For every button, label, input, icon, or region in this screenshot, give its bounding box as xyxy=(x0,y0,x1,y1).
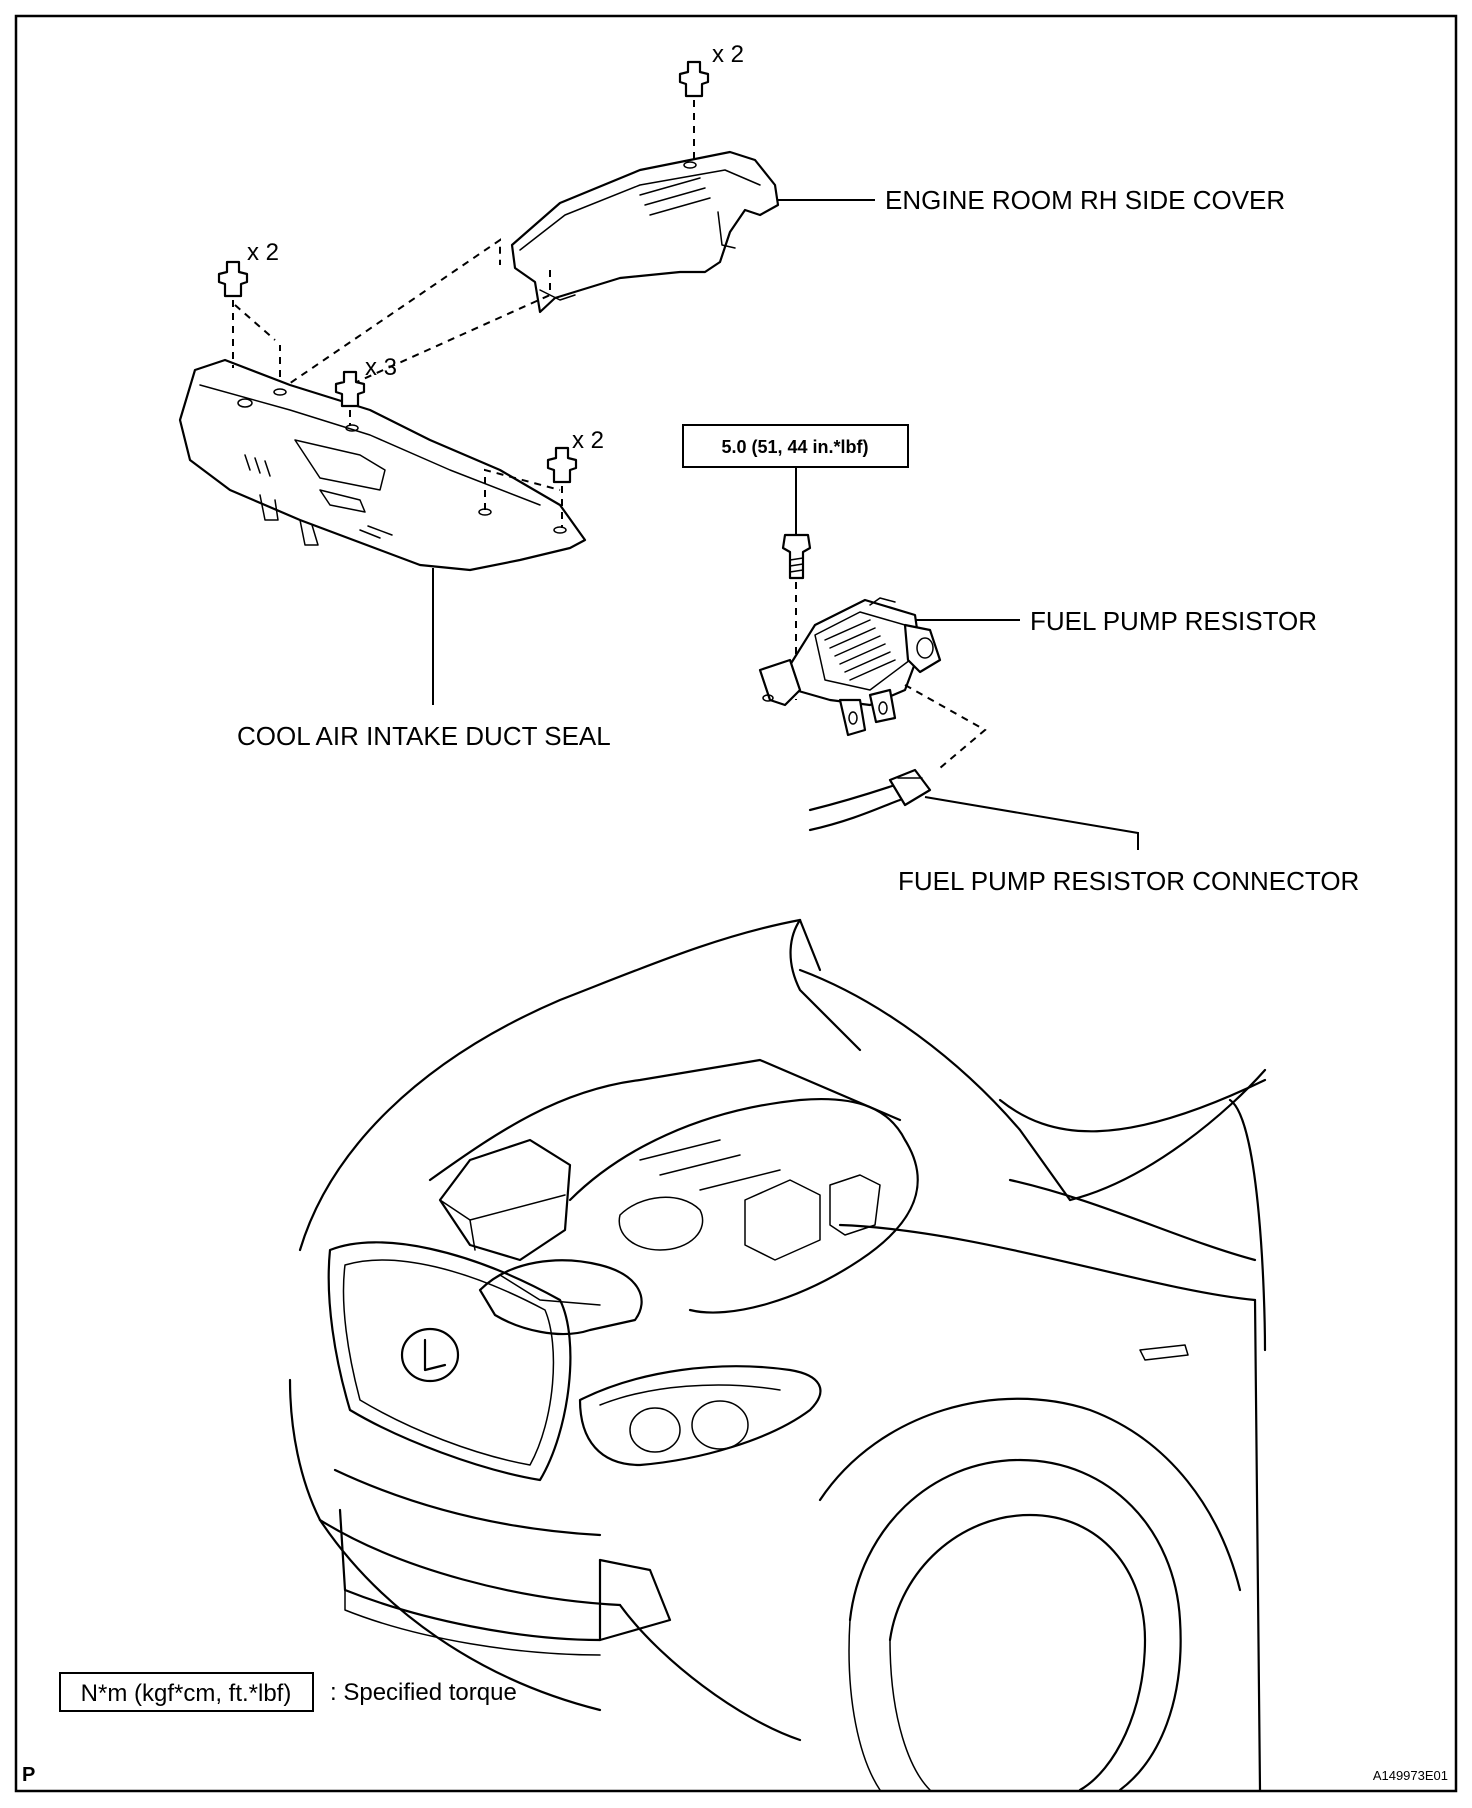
duct-seal-label: COOL AIR INTAKE DUCT SEAL xyxy=(237,721,611,751)
engine-room-rh-side-cover xyxy=(510,150,780,314)
resistor-label: FUEL PUMP RESISTOR xyxy=(1030,606,1317,636)
seal-right-clip-icon xyxy=(546,446,578,484)
diagram-frame xyxy=(14,14,1458,1793)
seal-center-clip-quantity: x 3 xyxy=(365,354,397,381)
legend-unit-text: N*m (kgf*cm, ft.*lbf) xyxy=(81,1680,292,1707)
rh-side-cover-label: ENGINE ROOM RH SIDE COVER xyxy=(885,185,1285,215)
seal-left-clip-icon xyxy=(217,260,249,298)
torque-spec-value: 5.0 (51, 44 in.*lbf) xyxy=(721,437,868,457)
seal-center-clip-icon xyxy=(334,370,366,408)
connector-label: FUEL PUMP RESISTOR CONNECTOR xyxy=(898,866,1359,896)
legend-unit-box xyxy=(59,1672,314,1712)
figure-id: A149973E01 xyxy=(1373,1768,1448,1783)
fuel-pump-resistor-connector xyxy=(808,768,932,832)
cover-clip-quantity: x 2 xyxy=(712,41,744,68)
seal-right-clip-quantity: x 2 xyxy=(572,427,604,454)
vehicle-front-view xyxy=(288,918,1267,1792)
corner-mark: P xyxy=(22,1764,35,1786)
fuel-pump-resistor xyxy=(758,597,942,737)
cool-air-intake-duct-seal xyxy=(178,358,587,572)
resistor-bolt-icon xyxy=(781,533,812,580)
seal-left-clip-quantity: x 2 xyxy=(247,239,279,266)
legend-description: : Specified torque xyxy=(330,1679,517,1706)
cover-clip-icon xyxy=(678,60,710,98)
